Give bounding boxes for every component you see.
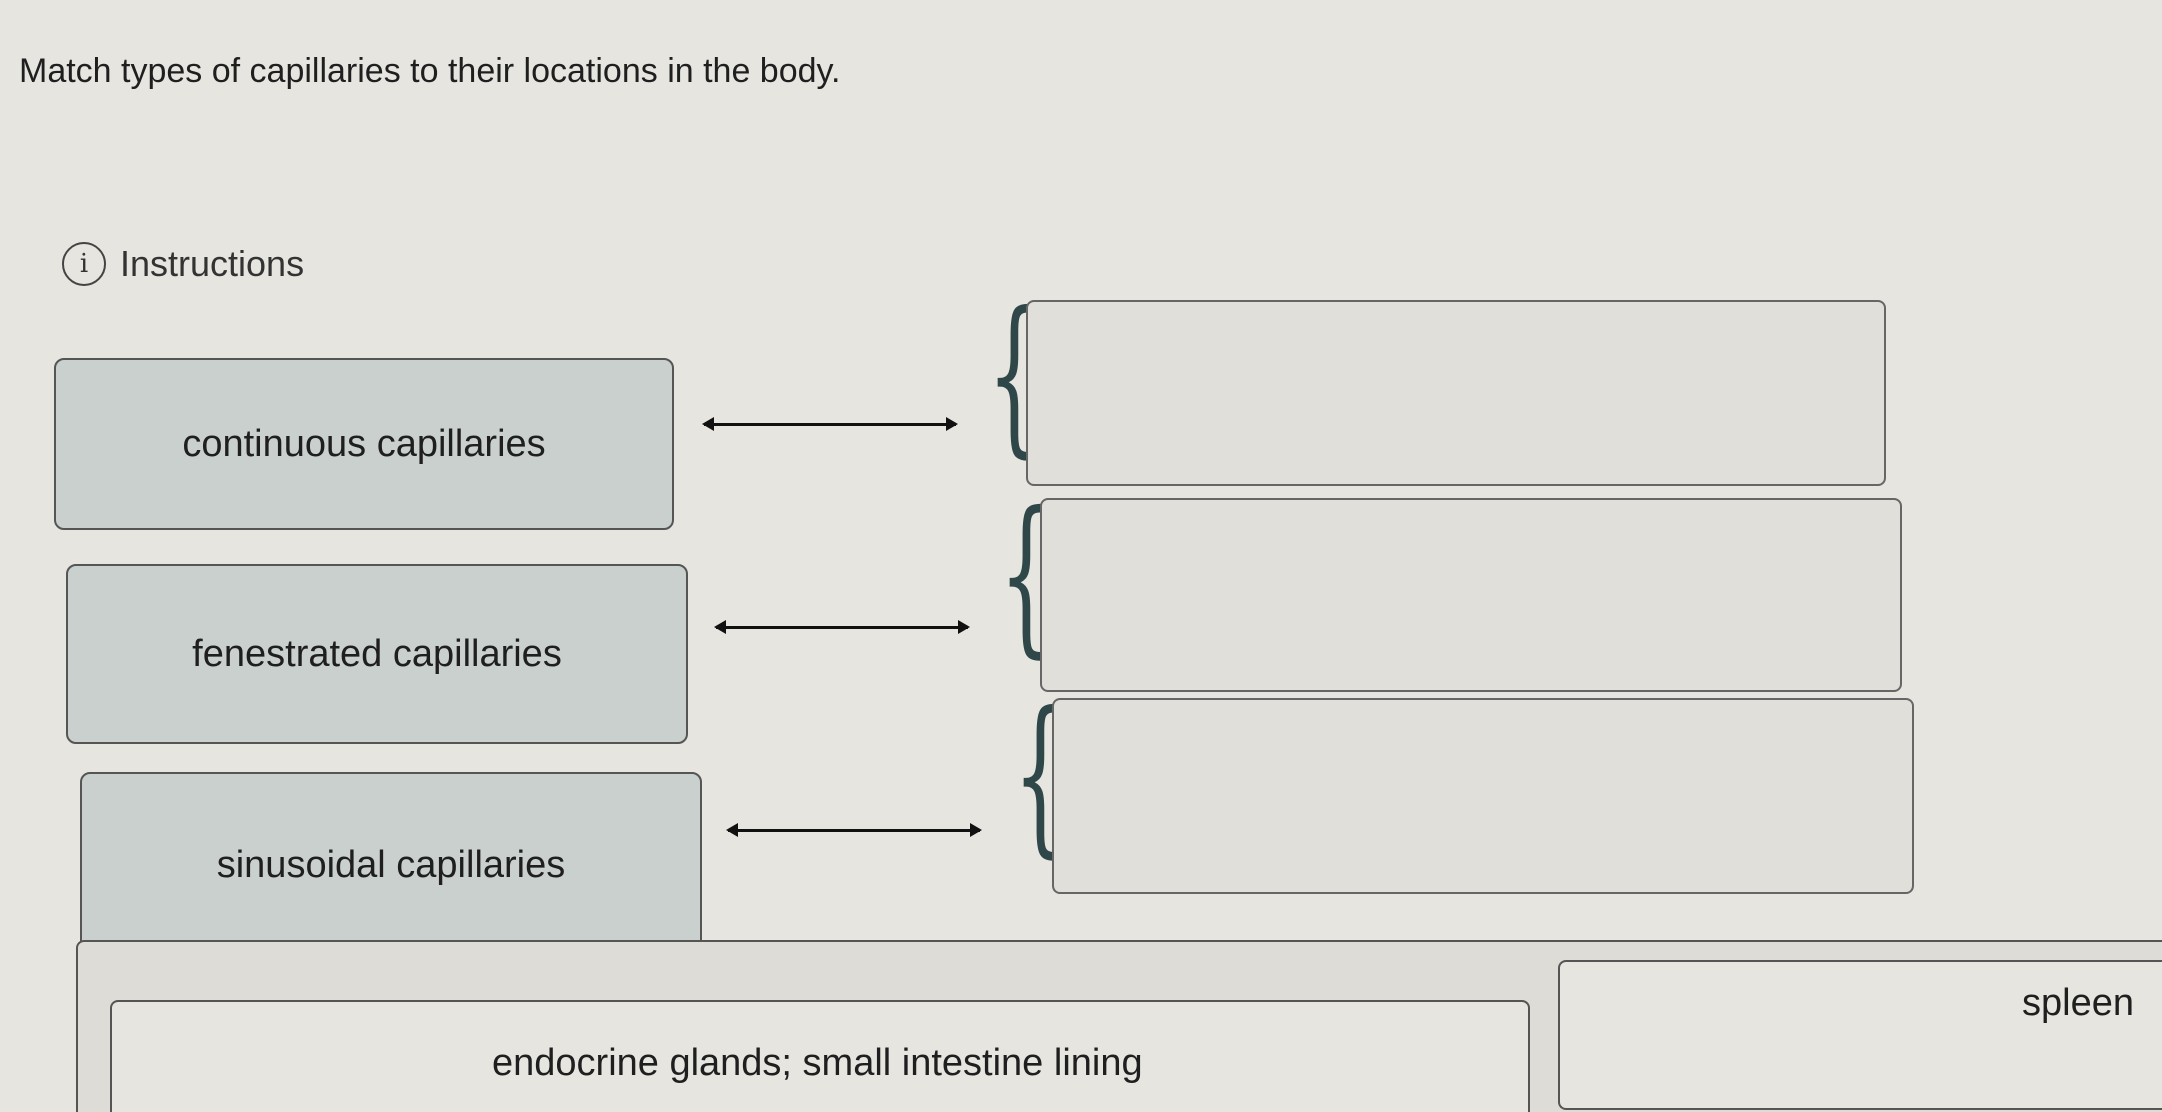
- instructions-label: Instructions: [120, 243, 305, 284]
- instructions-toggle[interactable]: i Instructions: [62, 242, 304, 286]
- choice-label: endocrine glands; small intestine lining: [492, 1042, 1143, 1084]
- double-arrow-icon: [726, 823, 982, 837]
- term-fenestrated[interactable]: fenestrated capillaries: [66, 564, 688, 744]
- choice-spleen[interactable]: spleen: [1558, 960, 2162, 1110]
- drop-zone-1[interactable]: [1026, 300, 1886, 486]
- choice-endocrine-glands[interactable]: endocrine glands; small intestine lining: [110, 1000, 1530, 1112]
- question-title: Match types of capillaries to their loca…: [19, 52, 841, 90]
- term-label: continuous capillaries: [182, 422, 546, 465]
- term-label: sinusoidal capillaries: [216, 843, 566, 886]
- drop-zone-3[interactable]: [1052, 698, 1914, 894]
- double-arrow-icon: [714, 620, 970, 634]
- term-label: fenestrated capillaries: [192, 632, 562, 675]
- drop-zone-2[interactable]: [1040, 498, 1902, 692]
- double-arrow-icon: [702, 417, 958, 431]
- info-icon: i: [62, 242, 106, 286]
- term-continuous[interactable]: continuous capillaries: [54, 358, 674, 530]
- term-sinusoidal[interactable]: sinusoidal capillaries: [80, 772, 702, 958]
- choice-label: spleen: [2022, 982, 2134, 1024]
